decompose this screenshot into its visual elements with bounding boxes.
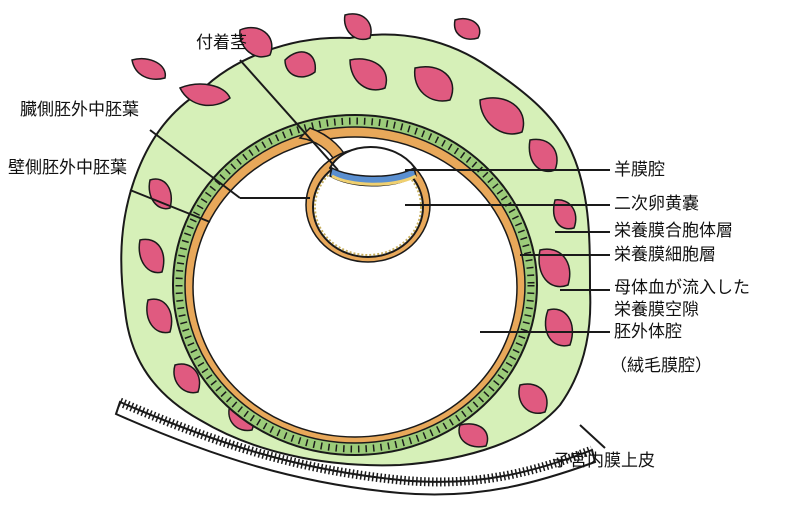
maternal-blood-lacunae [131, 13, 577, 448]
label-amniotic-cavity: 羊膜腔 [614, 160, 665, 180]
label-secondary-yolk-sac: 二次卵黄嚢 [614, 194, 699, 214]
chorionic-cavity [192, 136, 518, 438]
label-somatic-mesoderm: 壁側胚外中胚葉 [8, 158, 127, 178]
label-splanchnic-mesoderm: 臓側胚外中胚葉 [20, 100, 139, 120]
label-cytotrophoblast: 栄養膜細胞層 [614, 245, 716, 265]
label-chorionic-cavity-line2: （絨毛膜腔） [610, 356, 712, 376]
label-syncytiotrophoblast: 栄養膜合胞体層 [614, 221, 733, 241]
label-endometrium: 子宮内膜上皮 [553, 451, 655, 471]
label-lacunae-line1: 母体血が流入した [614, 278, 750, 298]
endometrium-epithelium [114, 397, 597, 496]
label-lacunae-line2: 栄養膜空隙 [614, 300, 699, 320]
label-chorionic-cavity-line1: 胚外体腔 [614, 322, 682, 342]
embryo-complex [305, 146, 431, 263]
leader-lines [129, 59, 610, 449]
label-connecting-stalk: 付着茎 [196, 33, 247, 53]
